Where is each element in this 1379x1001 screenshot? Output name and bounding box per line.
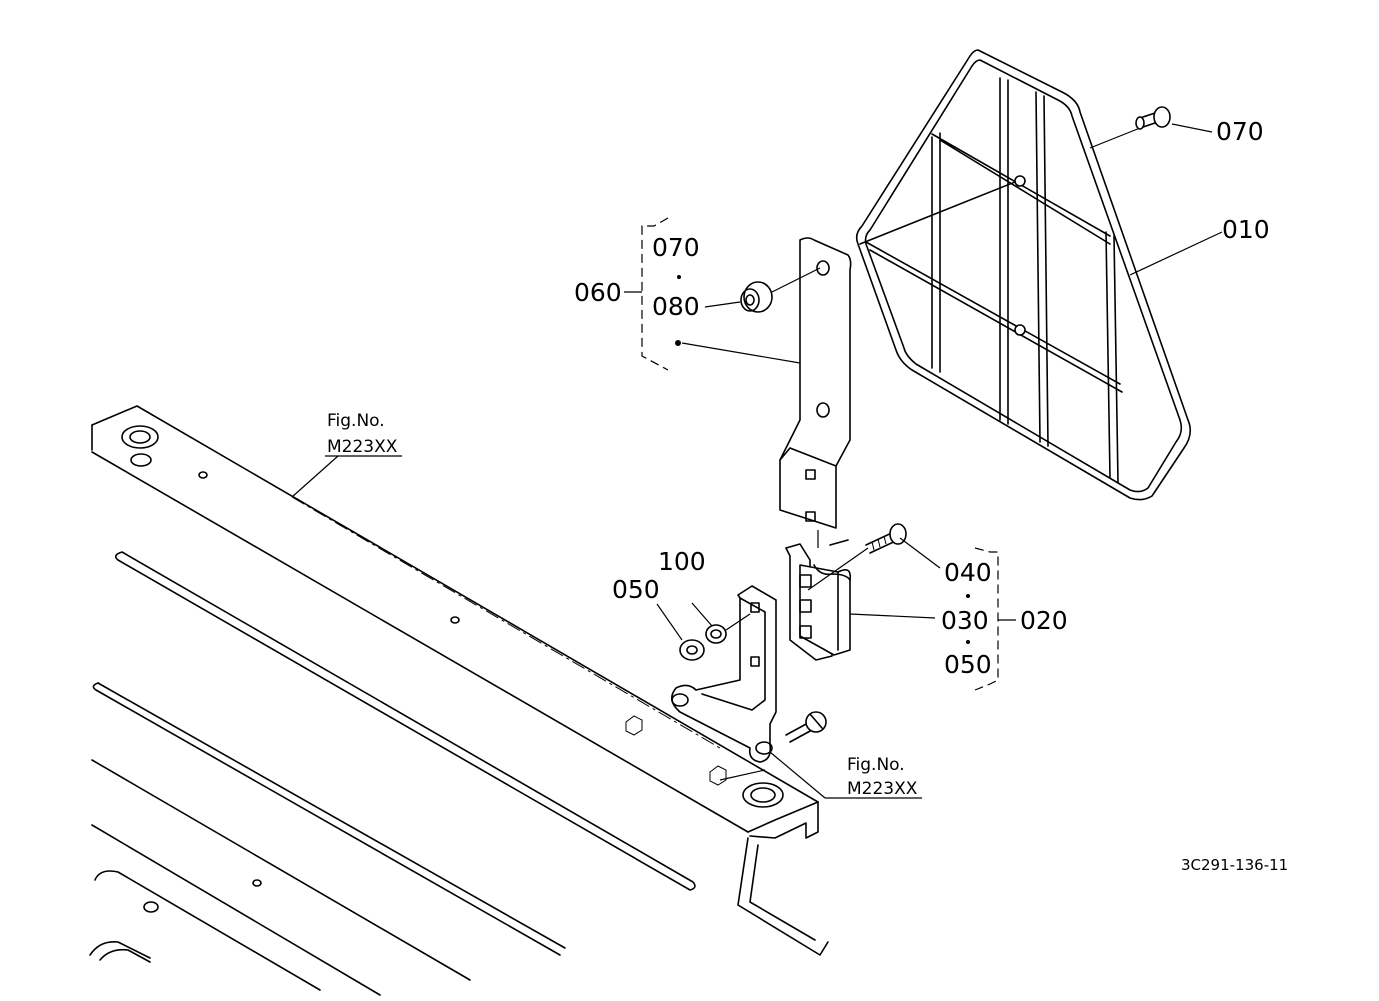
drawing-code: 3C291-136-11 bbox=[1181, 856, 1288, 874]
lower-bracket bbox=[671, 585, 827, 781]
callout-010: 010 bbox=[1222, 215, 1270, 244]
group-bracket-020 bbox=[974, 547, 999, 691]
fig-ref-bottom-code: M223XX bbox=[847, 779, 918, 799]
fig-ref-bottom-label: Fig.No. bbox=[847, 755, 905, 775]
base-panel bbox=[89, 405, 829, 996]
fig-ref-top-code: M223XX bbox=[327, 437, 398, 457]
hinge-assembly bbox=[785, 539, 852, 661]
group-bracket-060 bbox=[641, 217, 669, 371]
bolt-040 bbox=[807, 523, 941, 591]
callout-040: 040 bbox=[944, 558, 992, 587]
callout-050-group: 050 bbox=[944, 650, 992, 679]
callout-020: 020 bbox=[1020, 606, 1068, 635]
upper-stay bbox=[779, 237, 852, 548]
callout-100: 100 bbox=[658, 547, 706, 576]
fig-ref-top-label: Fig.No. bbox=[327, 411, 385, 431]
nut-080 bbox=[675, 267, 821, 364]
callout-070-group: 070 bbox=[652, 233, 700, 262]
callout-030: 030 bbox=[941, 606, 989, 635]
grille-panel bbox=[855, 49, 1223, 501]
callout-080: 080 bbox=[652, 292, 700, 321]
nut-and-washer bbox=[656, 602, 751, 661]
callout-060: 060 bbox=[574, 278, 622, 307]
callout-050-nut: 050 bbox=[612, 575, 660, 604]
bolt-070 bbox=[1135, 106, 1213, 133]
callout-070-bolt: 070 bbox=[1216, 117, 1264, 146]
